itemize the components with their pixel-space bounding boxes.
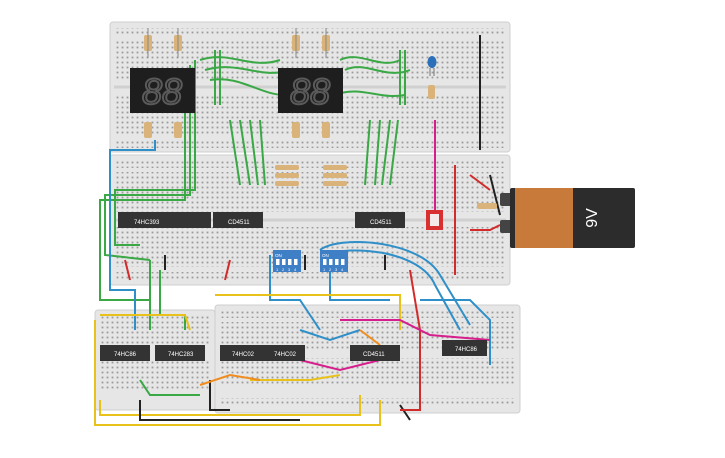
resistor xyxy=(322,28,330,58)
resistor xyxy=(144,28,152,58)
seven-segment-display-left: 88 xyxy=(130,68,195,113)
push-button[interactable] xyxy=(426,210,443,230)
wires-green[interactable] xyxy=(99,50,411,396)
wires-red[interactable] xyxy=(124,165,501,411)
seven-segment-display-right: 88 xyxy=(278,68,343,113)
chip-6[interactable]: 74HC02 xyxy=(220,345,265,361)
dip-right-pin-2: 2 xyxy=(329,267,332,272)
dip-left-pin-4: 4 xyxy=(294,267,297,272)
resistor xyxy=(292,122,300,138)
dip-switch-right[interactable]: ON 1 2 3 4 xyxy=(320,250,348,272)
dip-left-pin-2: 2 xyxy=(282,267,285,272)
dip-switch-left[interactable]: ON 1 2 3 4 xyxy=(273,250,301,272)
display-left-digits: 88 xyxy=(142,71,182,112)
resistor xyxy=(322,122,330,138)
resistor xyxy=(275,165,299,170)
resistor xyxy=(323,181,347,186)
dip-left-pin-3: 3 xyxy=(288,267,291,272)
battery-9v[interactable]: 9V xyxy=(500,188,635,248)
resistor xyxy=(174,122,182,138)
wires-black[interactable] xyxy=(139,35,501,421)
battery-label: 9V xyxy=(584,208,601,228)
wires-pink[interactable] xyxy=(299,120,491,372)
resistor xyxy=(144,122,152,138)
chip-7[interactable]: 74HC02 xyxy=(265,345,305,361)
resistors[interactable] xyxy=(144,28,497,209)
resistor xyxy=(323,173,347,178)
chip-3-label: CD4511 xyxy=(370,220,392,226)
dip-right-on-label: ON xyxy=(322,253,329,258)
chip-5[interactable]: 74HC283 xyxy=(155,345,205,361)
chip-2-label: CD4511 xyxy=(228,220,250,226)
resistor xyxy=(428,85,435,99)
chip-8-label: CD4511 xyxy=(363,352,385,358)
chip-9[interactable]: 74HC86 xyxy=(442,340,487,356)
wires-orange[interactable] xyxy=(199,329,381,386)
resistor xyxy=(323,165,347,170)
chip-5-label: 74HC283 xyxy=(168,352,194,358)
resistor xyxy=(275,173,299,178)
dip-right-pin-4: 4 xyxy=(341,267,344,272)
dip-left-pin-1: 1 xyxy=(276,267,279,272)
chip-1-label: 74HC393 xyxy=(134,220,160,226)
resistor xyxy=(174,28,182,58)
led-blue[interactable] xyxy=(427,56,437,76)
chip-9-label: 74HC86 xyxy=(455,347,478,353)
dip-left-on-label: ON xyxy=(275,253,282,258)
resistor xyxy=(275,181,299,186)
resistor xyxy=(477,203,497,209)
chip-4-label: 74HC86 xyxy=(114,352,137,358)
chip-3[interactable]: CD4511 xyxy=(355,212,405,228)
dip-right-pin-3: 3 xyxy=(335,267,338,272)
chip-1[interactable]: 74HC393 xyxy=(118,212,211,228)
chip-6-label: 74HC02 xyxy=(232,352,255,358)
chip-2[interactable]: CD4511 xyxy=(213,212,263,228)
chip-4[interactable]: 74HC86 xyxy=(100,345,150,361)
display-right-digits: 88 xyxy=(290,71,330,112)
chip-8[interactable]: CD4511 xyxy=(350,345,400,361)
resistor xyxy=(292,28,300,58)
dip-right-pin-1: 1 xyxy=(323,267,326,272)
wires-yellow[interactable] xyxy=(94,294,401,426)
chip-7-label: 74HC02 xyxy=(274,352,297,358)
